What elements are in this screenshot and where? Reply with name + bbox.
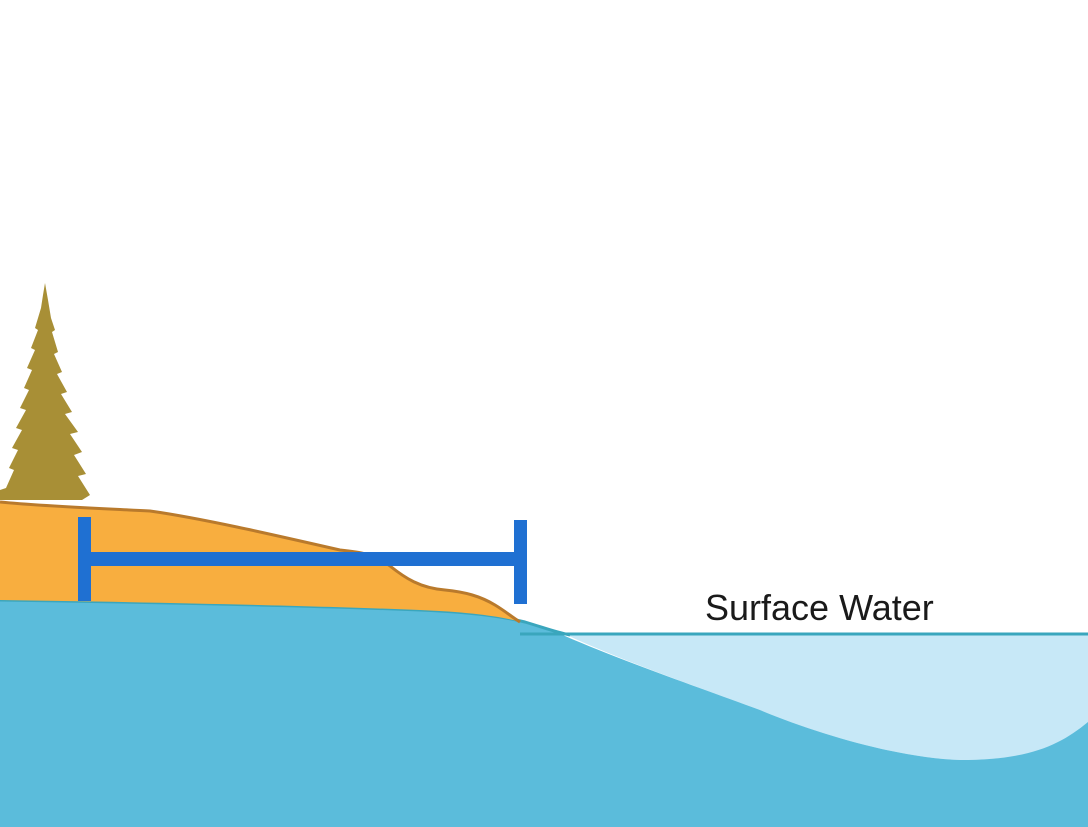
conifer-tree-icon (0, 283, 90, 500)
surface-water-label: Surface Water (705, 587, 934, 628)
groundwater-zone (0, 600, 1088, 827)
tree-canopy (0, 283, 90, 500)
buffer-width-bracket (78, 517, 527, 604)
bracket-bar (84, 552, 520, 566)
surface-water-body (540, 632, 1088, 760)
bracket-right-cap (514, 520, 527, 604)
